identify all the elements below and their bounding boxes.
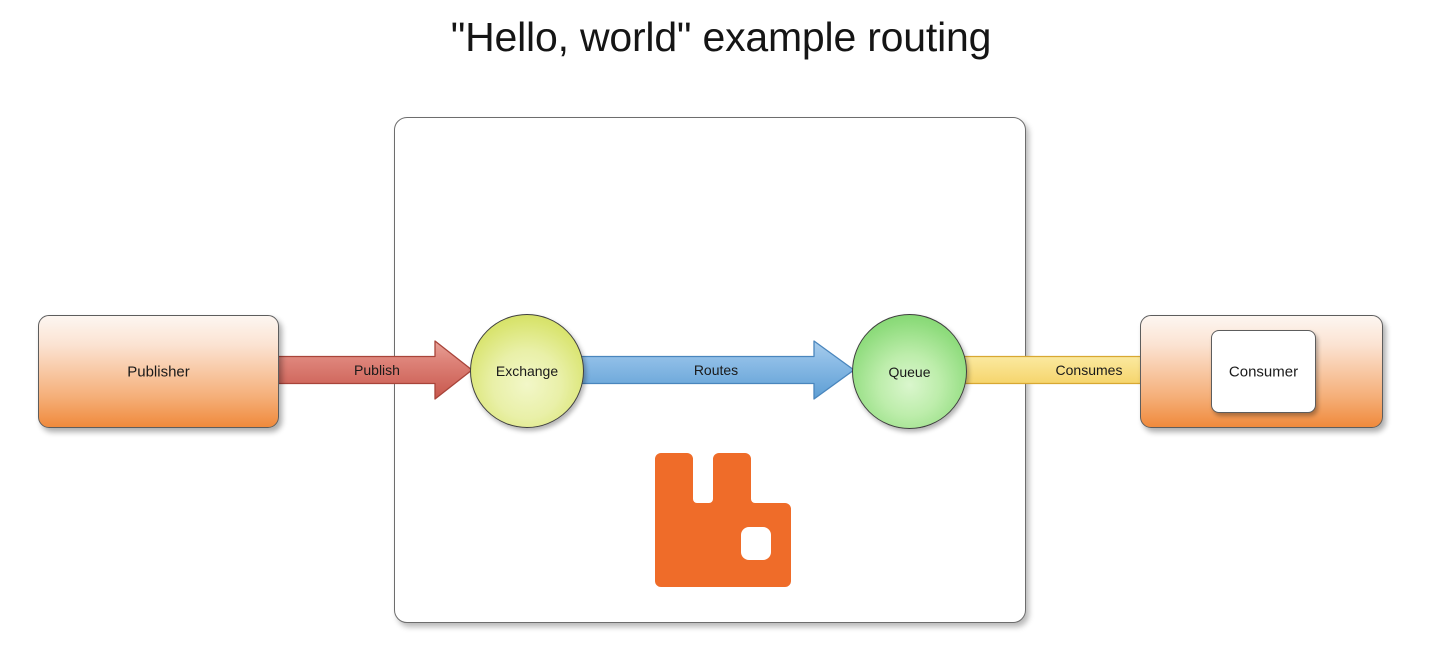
queue-label: Queue [888, 363, 931, 380]
consumer-label: Consumer [1228, 363, 1299, 380]
exchange-label: Exchange [495, 363, 559, 379]
queue-node: Queue [852, 314, 967, 429]
publish-arrow [269, 340, 473, 400]
consumer-inner-box: Consumer [1211, 330, 1316, 413]
publisher-label: Publisher [127, 363, 190, 380]
page-title: "Hello, world" example routing [450, 14, 992, 60]
exchange-node: Exchange [470, 314, 584, 428]
publisher-node: Publisher [38, 315, 279, 428]
rabbitmq-logo [655, 453, 791, 587]
routes-arrow [579, 340, 855, 400]
